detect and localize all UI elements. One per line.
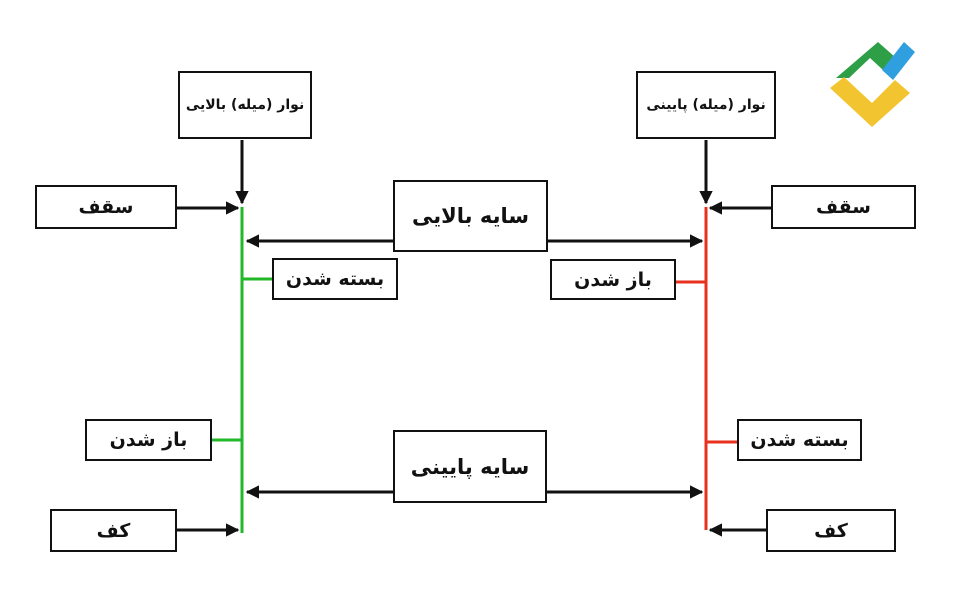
brand-logo (830, 42, 915, 127)
bearish-close-label: بسته شدن (737, 419, 862, 461)
logo-blue-stroke (882, 42, 915, 80)
bullish-close-label: بسته شدن (272, 258, 398, 300)
logo-green-stroke (836, 42, 896, 78)
bearish-high-label: سقف (771, 185, 916, 229)
bearish-open-label: باز شدن (550, 259, 676, 300)
bullish-bar-title: نوار (میله) بالایی (178, 71, 312, 139)
bullish-low-label: کف (50, 509, 177, 552)
lower-shadow-label: سایه پایینی (393, 430, 547, 503)
upper-shadow-label: سایه بالایی (393, 180, 548, 252)
bullish-open-label: باز شدن (85, 419, 212, 461)
bearish-low-label: کف (766, 509, 896, 552)
bearish-bar-title: نوار (میله) پایینی (636, 71, 776, 139)
bullish-high-label: سقف (35, 185, 177, 229)
logo-yellow-stroke (830, 77, 910, 127)
